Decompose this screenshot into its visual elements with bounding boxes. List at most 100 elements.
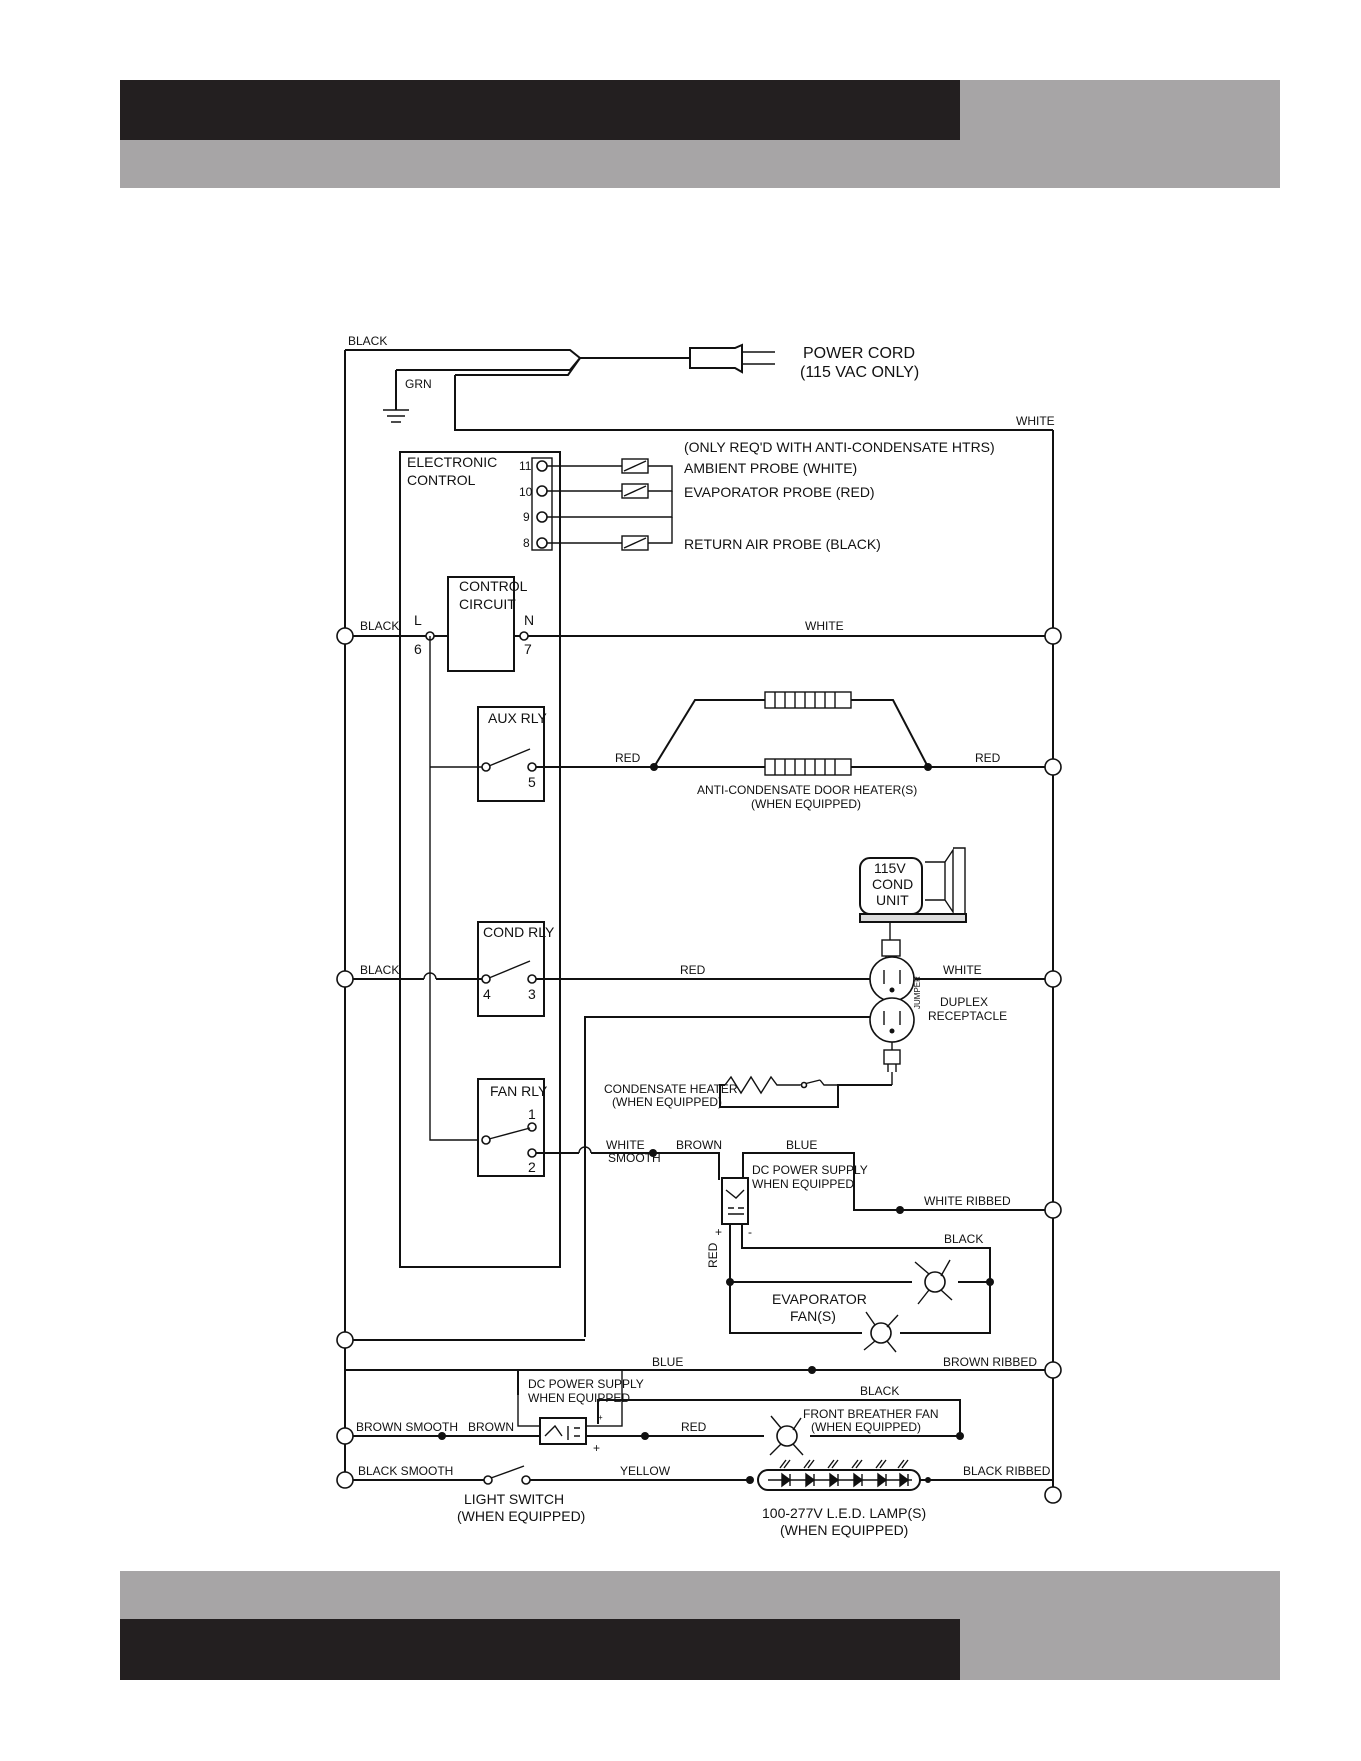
wire-label-black-evap: BLACK [944, 1232, 983, 1246]
wire-label-black-cond: BLACK [360, 963, 399, 977]
condensate-heater-label: CONDENSATE HEATER [604, 1082, 738, 1096]
wire-label-red-evap: RED [706, 1242, 720, 1268]
receptacle-label: DUPLEX [940, 995, 988, 1009]
led-lamp: BLACK RIBBED 100-277V L.E.D. LAMP(S) (WH… [746, 1459, 1053, 1538]
fan-relay: FAN RLY 1 2 WHITE SMOOTH [477, 1078, 661, 1177]
wire-label-white-smooth: WHITE [606, 1138, 645, 1152]
svg-text:DC POWER SUPPLY: DC POWER SUPPLY [528, 1377, 644, 1391]
wire-label-white-ribbed: WHITE RIBBED [924, 1194, 1011, 1208]
wire-label-blue-fan: BLUE [786, 1138, 817, 1152]
light-switch-note: (WHEN EQUIPPED) [457, 1508, 585, 1524]
svg-text:10: 10 [519, 485, 533, 499]
cond-relay: COND RLY 4 3 BLACK RED WHITE [345, 921, 1053, 1017]
power-cord-voltage: (115 VAC ONLY) [800, 364, 919, 381]
svg-text:COND: COND [872, 876, 913, 892]
front-breather-fan: FRONT BREATHER FAN (WHEN EQUIPPED) [769, 1407, 939, 1456]
svg-text:WHEN EQUIPPED: WHEN EQUIPPED [528, 1391, 630, 1405]
svg-text:2: 2 [528, 1159, 536, 1175]
condensate-heater: CONDENSATE HEATER (WHEN EQUIPPED) [604, 1075, 892, 1109]
svg-text:115V: 115V [874, 860, 906, 876]
wire-label-blue-line: BLUE [652, 1355, 683, 1369]
breather-fan-label: FRONT BREATHER FAN [803, 1407, 939, 1421]
wire-label-red-cond: RED [680, 963, 706, 977]
return-air-probe-label: RETURN AIR PROBE (BLACK) [684, 536, 881, 552]
breather-fan-note: (WHEN EQUIPPED) [811, 1420, 921, 1434]
svg-text:3: 3 [528, 986, 536, 1002]
svg-text:WHEN EQUIPPED: WHEN EQUIPPED [752, 1177, 854, 1191]
footer-gray-bar [120, 1571, 1280, 1619]
wire-label-black-ctrl: BLACK [360, 619, 399, 633]
svg-text:9: 9 [523, 510, 530, 524]
wire-label-red-right: RED [975, 751, 1001, 765]
power-cord-label: POWER CORD [803, 345, 915, 362]
condensing-unit: 115V COND UNIT [859, 847, 967, 964]
wire-label-black-ribbed: BLACK RIBBED [963, 1464, 1051, 1478]
wire-label-smooth: SMOOTH [608, 1151, 661, 1165]
svg-text:CONTROL: CONTROL [459, 578, 528, 594]
svg-text:FAN RLY: FAN RLY [490, 1083, 548, 1099]
evaporator-probe-label: EVAPORATOR PROBE (RED) [684, 484, 875, 500]
wire-label-white-ctrl: WHITE [805, 619, 844, 633]
evaporator-fans-note: FAN(S) [790, 1308, 836, 1324]
wire-label-yellow: YELLOW [620, 1464, 671, 1478]
led-lamp-note: (WHEN EQUIPPED) [780, 1522, 908, 1538]
svg-text:11: 11 [519, 459, 532, 473]
svg-text:+: + [598, 1413, 603, 1422]
evaporator-fan-icon [914, 1259, 953, 1305]
probe-note: (ONLY REQ'D WITH ANTI-CONDENSATE HTRS) [684, 439, 995, 455]
svg-text:CONTROL: CONTROL [407, 472, 476, 488]
svg-text:-: - [748, 1225, 752, 1239]
door-heater-label: ANTI-CONDENSATE DOOR HEATER(S) [697, 783, 917, 797]
evaporator-fan-icon [863, 1311, 899, 1353]
power-cord: POWER CORD (115 VAC ONLY) BLACK GRN WHIT… [345, 334, 1055, 431]
wire-label-red-aux: RED [615, 751, 641, 765]
svg-text:CIRCUIT: CIRCUIT [459, 596, 516, 612]
evaporator-fans: RED BLACK EVAPORATOR FAN(S) [706, 1224, 994, 1353]
wire-label-brown-dc: BROWN [468, 1420, 514, 1434]
svg-text:N: N [524, 612, 534, 628]
led-lamp-label: 100-277V L.E.D. LAMP(S) [762, 1505, 926, 1521]
jumper-label: JUMPER [913, 976, 922, 1009]
wire-label-black-breather: BLACK [860, 1384, 899, 1398]
header-dark-bar [120, 80, 960, 140]
svg-text:AUX RLY: AUX RLY [488, 710, 548, 726]
svg-text:7: 7 [524, 641, 532, 657]
wire-label-black-smooth: BLACK SMOOTH [358, 1464, 453, 1478]
blue-line: BLUE BROWN RIBBED [345, 1355, 1053, 1395]
dc-power-supply-2: DC POWER SUPPLY WHEN EQUIPPED + + BROWN … [345, 1369, 964, 1455]
wire-label-white-cond: WHITE [943, 963, 982, 977]
control-circuit: CONTROL CIRCUIT L N 6 7 BLACK WHITE [345, 576, 1053, 1141]
ambient-probe-label: AMBIENT PROBE (WHITE) [684, 460, 857, 476]
probe-terminal-block: 11 10 9 8 (ONLY REQ'D WITH ANTI-CONDENSA… [519, 439, 995, 552]
svg-text:+: + [593, 1441, 600, 1455]
light-switch: BLACK SMOOTH YELLOW LIGHT SWITCH (WHEN E… [345, 1464, 750, 1524]
wire-label-white: WHITE [1016, 414, 1055, 428]
svg-text:COND RLY: COND RLY [483, 924, 555, 940]
svg-text:DC POWER SUPPLY: DC POWER SUPPLY [752, 1163, 868, 1177]
svg-text:UNIT: UNIT [876, 892, 909, 908]
receptacle-label-2: RECEPTACLE [928, 1009, 1007, 1023]
door-heater-note: (WHEN EQUIPPED) [751, 797, 861, 811]
svg-text:ELECTRONIC: ELECTRONIC [407, 454, 497, 470]
svg-text:6: 6 [414, 641, 422, 657]
wire-label-grn: GRN [405, 377, 432, 391]
wire-label-brown-ribbed: BROWN RIBBED [943, 1355, 1037, 1369]
footer-gray-tab [960, 1619, 1280, 1680]
wire-label-black: BLACK [348, 334, 387, 348]
svg-text:5: 5 [528, 774, 536, 790]
footer-dark-bar [120, 1619, 960, 1680]
wire-label-brown-smooth: BROWN SMOOTH [356, 1420, 458, 1434]
condensate-heater-note: (WHEN EQUIPPED) [612, 1095, 722, 1109]
duplex-receptacle: JUMPER DUPLEX RECEPTACLE [345, 956, 1007, 1341]
evaporator-fans-label: EVAPORATOR [772, 1291, 867, 1307]
svg-text:1: 1 [528, 1106, 536, 1122]
wire-label-brown-fan: BROWN [676, 1138, 722, 1152]
svg-text:L: L [414, 612, 422, 628]
wire-label-red-breather: RED [681, 1420, 707, 1434]
door-heater: ANTI-CONDENSATE DOOR HEATER(S) (WHEN EQU… [650, 691, 932, 811]
header-gray-bar [120, 140, 1280, 188]
svg-text:4: 4 [483, 986, 491, 1002]
rail-terminals [336, 627, 1062, 1504]
header-gray-tab [960, 80, 1280, 140]
